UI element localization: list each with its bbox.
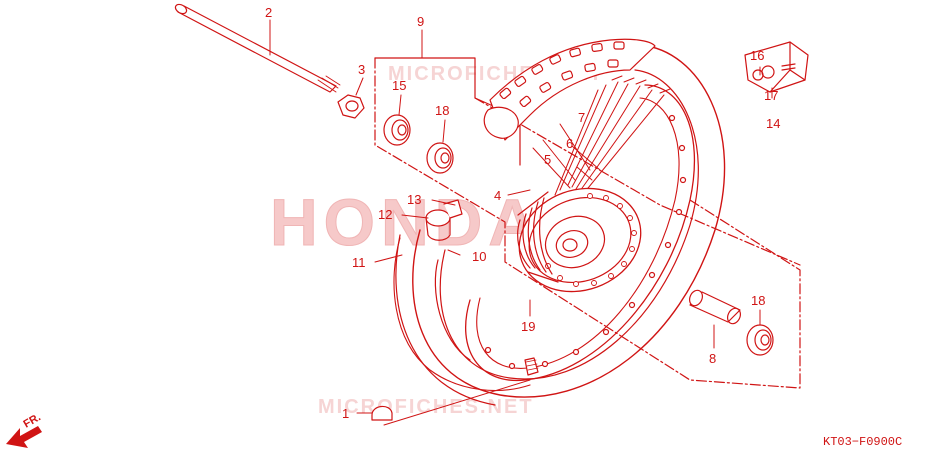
callout-18-upper: 18 [435, 103, 449, 118]
callout-4: 4 [494, 188, 501, 203]
callout-1: 1 [342, 406, 349, 421]
callout-3: 3 [358, 62, 365, 77]
callout-8: 8 [709, 351, 716, 366]
callout-14: 14 [766, 116, 780, 131]
callout-9: 9 [417, 14, 424, 29]
diagram-code: KT03−F0900C [823, 435, 902, 449]
axle-shaft [174, 3, 341, 93]
axle-nut [337, 94, 365, 119]
callout-11: 11 [352, 255, 366, 270]
distance-collar [688, 289, 742, 325]
bearing-right-upper [426, 142, 454, 174]
callout-15: 15 [392, 78, 406, 93]
assembly-boundary-lines [374, 57, 801, 389]
speedometer-gear-bracket [744, 41, 809, 93]
callout-13: 13 [407, 192, 421, 207]
spokes [554, 75, 671, 196]
hub [517, 187, 642, 293]
watermark-layer: HONDA MICROFICHES.NET MICROFICHES.NET [270, 63, 602, 418]
valve-stem [524, 357, 539, 376]
rim [465, 84, 696, 382]
direction-label: FR. [22, 411, 43, 430]
tire-tread-section [483, 38, 656, 141]
callout-17: 17 [764, 88, 778, 103]
callout-7: 7 [578, 110, 585, 125]
callout-12: 12 [378, 207, 392, 222]
callout-18-lower: 18 [751, 293, 765, 308]
valve-cap [371, 405, 393, 421]
callout-16: 16 [750, 48, 764, 63]
callout-2: 2 [265, 5, 272, 20]
bearing-left [383, 114, 411, 146]
site-watermark-bottom: MICROFICHES.NET [318, 396, 534, 418]
brand-watermark: HONDA [270, 185, 542, 259]
bearing-right-lower [746, 324, 774, 356]
leader-lines [269, 19, 773, 426]
callout-19: 19 [521, 319, 535, 334]
front-direction-arrow [6, 426, 42, 448]
side-collar [425, 199, 463, 241]
callout-labels: 1 2 3 4 5 6 7 8 9 10 11 12 13 14 15 16 1… [265, 5, 780, 421]
callout-6: 6 [566, 136, 573, 151]
callout-5: 5 [544, 152, 551, 167]
callout-10: 10 [472, 249, 486, 264]
